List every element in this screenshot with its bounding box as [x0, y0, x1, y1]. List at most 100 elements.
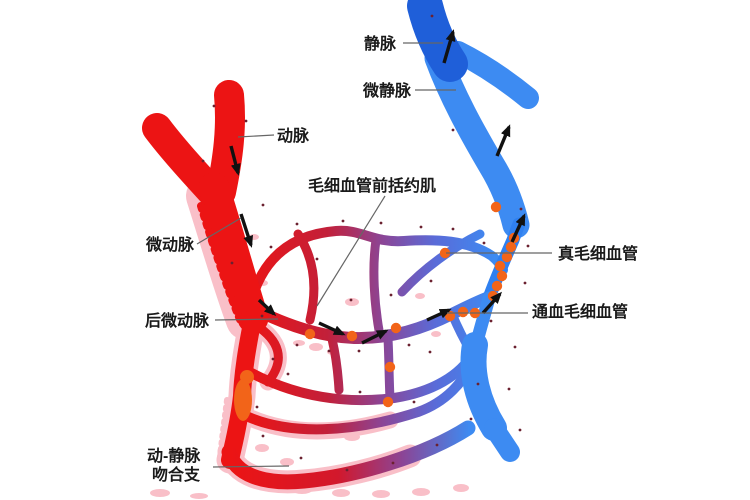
tissue-speck: [201, 159, 205, 163]
tissue-blob: [190, 493, 208, 499]
av-anastomosis-label-pointer: [212, 465, 290, 468]
tissue-blob: [280, 458, 294, 466]
flow-direction-arrow: [442, 29, 456, 64]
tissue-blob: [309, 343, 323, 351]
capillary-mesh: [233, 225, 508, 435]
capillary-top-arc: [247, 225, 508, 303]
capillary-diagonal: [397, 229, 485, 297]
flow-arrows: [229, 29, 526, 345]
tissue-speck: [255, 405, 259, 409]
tissue-specks: [201, 14, 530, 472]
tissue-speck: [389, 293, 393, 297]
tissue-speck: [260, 314, 264, 318]
flow-direction-arrow: [239, 213, 253, 248]
red-blood-cell: [491, 280, 503, 292]
flow-direction-arrow: [229, 145, 241, 176]
tissue-speck: [428, 350, 432, 354]
tissue-speck: [526, 244, 530, 248]
tissue-blob: [412, 488, 430, 496]
tissue-speck: [419, 225, 423, 229]
trunk-bead-outline: [217, 397, 230, 463]
tissue-speck: [513, 345, 517, 349]
flow-direction-arrow: [257, 298, 277, 317]
tissue-blob: [332, 489, 350, 497]
true-capillary-label: 真毛细血管: [558, 244, 638, 263]
red-blood-cell: [501, 251, 513, 263]
tissue-speck: [349, 298, 353, 302]
arteriole-label: 微动脉: [145, 235, 195, 254]
tissue-speck: [391, 461, 395, 465]
tissue-speck: [407, 343, 411, 347]
tissue-speck: [469, 417, 473, 421]
tissue-speck: [435, 443, 439, 447]
metarteriole-label: 后微动脉: [145, 311, 210, 330]
red-blood-cell-cluster: [234, 379, 252, 421]
vein-branch-right: [447, 41, 539, 109]
red-blood-cell: [494, 260, 506, 272]
tissue-speck: [507, 387, 511, 391]
arteriole: [198, 172, 269, 334]
tissue-speck: [269, 245, 273, 249]
tissue-speck: [261, 203, 265, 207]
flow-direction-arrow: [426, 308, 452, 322]
av-anastomosis-label: 动-静脉吻合支: [147, 446, 201, 484]
tissue-speck: [271, 357, 275, 361]
venous-trunk-foot: [484, 418, 520, 462]
tissue-blob: [344, 433, 360, 441]
tissue-speck: [244, 119, 248, 123]
tissue-pink-blobs: [150, 206, 469, 499]
tissue-speck: [286, 372, 290, 376]
tissue-speck: [295, 343, 299, 347]
tissue-speck: [341, 219, 345, 223]
tissue-speck: [315, 257, 319, 261]
vein-label: 静脉: [364, 34, 397, 53]
capillary-lowest-loop: [233, 355, 478, 435]
tissue-speck: [429, 279, 433, 283]
thoroughfare-capillary-label: 通血毛细血管: [532, 302, 628, 321]
artery-label: 动脉: [277, 126, 310, 145]
venule-label: 微静脉: [362, 81, 412, 100]
flow-direction-arrow: [318, 321, 346, 336]
precapillary-sphincter-label-pointer: [316, 195, 386, 307]
tissue-speck: [299, 456, 303, 460]
arteriole-bead-outline: [192, 206, 240, 330]
tissue-blob: [345, 298, 359, 306]
vein: [407, 0, 468, 82]
tissue-speck: [451, 128, 455, 132]
av-anastomosis: [221, 420, 476, 490]
venule: [424, 44, 530, 239]
tissue-blob: [431, 331, 441, 337]
red-blood-cell: [496, 270, 508, 282]
tissue-speck: [261, 434, 265, 438]
label-pointer-lines: [196, 42, 552, 468]
tissue-speck: [379, 221, 383, 225]
arteriole-bumps: [197, 202, 245, 326]
red-blood-cell: [490, 201, 502, 213]
tissue-speck: [430, 14, 434, 18]
arteriole-label-pointer: [196, 217, 242, 245]
tissue-blob: [372, 490, 390, 498]
tissue-speck: [412, 400, 416, 404]
tissue-speck: [489, 319, 493, 323]
tissue-speck: [482, 241, 486, 245]
venous-trunk-wide: [460, 332, 507, 441]
tissue-blob: [150, 489, 170, 497]
capillary-crossbar-3: [327, 334, 344, 395]
red-blood-cell: [384, 361, 396, 373]
tissue-speck: [523, 281, 527, 285]
precapillary-sphincter-label: 毛细血管前括约肌: [308, 176, 436, 195]
metarteriole-label-pointer: [214, 318, 279, 321]
tissue-speck: [345, 468, 349, 472]
red-blood-cell: [346, 330, 358, 342]
tissue-blob: [293, 340, 305, 346]
red-blood-cell: [382, 396, 394, 408]
tissue-speck: [476, 382, 480, 386]
red-blood-cell: [457, 306, 469, 318]
flow-direction-arrow: [361, 329, 389, 345]
artery-label-pointer: [237, 134, 275, 138]
tissue-blob: [453, 484, 469, 492]
flow-direction-arrow: [495, 124, 511, 157]
